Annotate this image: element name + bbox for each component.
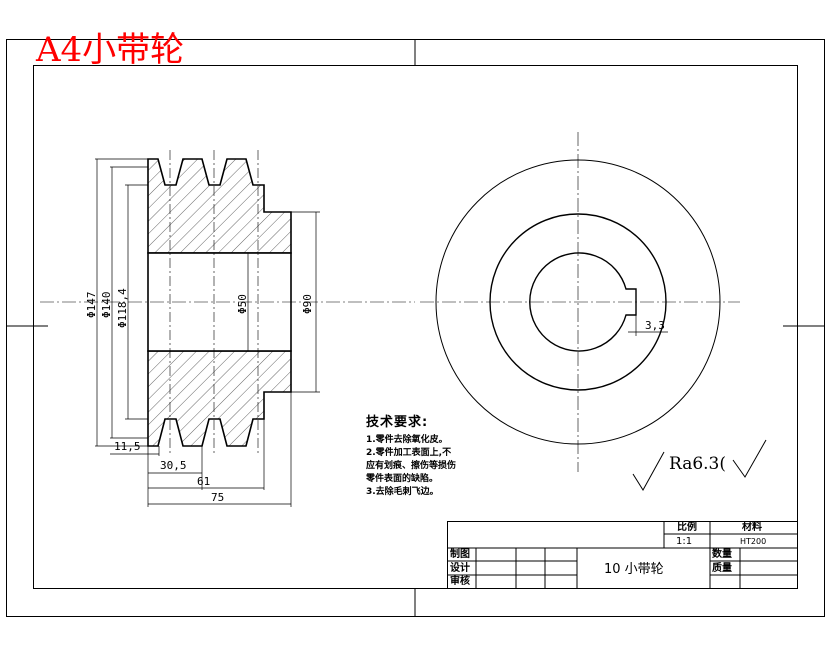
- dim-w75: 75: [211, 491, 225, 504]
- tech-requirement-line: 应有划痕、擦伤等损伤: [366, 461, 457, 471]
- part-name: 10 小带轮: [604, 562, 664, 577]
- sheet-title: A4小带轮: [36, 30, 185, 70]
- tech-requirement-line: 零件表面的缺陷。: [366, 474, 439, 484]
- dim-d50: Φ50: [236, 294, 249, 314]
- drawn-label: 制图: [450, 549, 470, 560]
- quantity-label: 数量: [712, 549, 732, 560]
- keyed-bore: [529, 252, 637, 352]
- outer-frame: [6, 39, 825, 617]
- upper-section: [147, 158, 292, 254]
- checked-label: 审核: [450, 576, 470, 587]
- tech-requirement-line: 1.零件去除氧化皮。: [366, 435, 448, 445]
- roughness-label: Ra6.3(: [669, 454, 726, 474]
- dim-d118: Φ118,4: [116, 288, 129, 328]
- tech-requirements: 技术要求: 1.零件去除氧化皮。 2.零件加工表面上,不 应有划痕、擦伤等损伤 …: [366, 411, 496, 499]
- scale-label: 比例: [677, 522, 697, 533]
- dim-key: 3,3: [645, 319, 665, 332]
- dim-d140: Φ140: [100, 291, 113, 319]
- tech-requirements-title: 技术要求:: [366, 415, 429, 430]
- material-label: 材料: [742, 522, 762, 533]
- title-block: [447, 521, 798, 589]
- roughness-symbol: [632, 439, 767, 491]
- designed-label: 设计: [450, 563, 470, 574]
- dim-d147: Φ147: [85, 291, 98, 319]
- end-view: [420, 132, 740, 472]
- material-value: HT200: [740, 537, 767, 546]
- dim-w61: 61: [197, 475, 211, 488]
- scale-value: 1:1: [676, 536, 693, 547]
- section-view: [40, 150, 415, 507]
- dim-d90: Φ90: [301, 294, 314, 314]
- dim-w30: 30,5: [160, 459, 187, 472]
- tech-requirement-line: 3.去除毛刺飞边。: [366, 487, 439, 497]
- centering-marks: [6, 39, 824, 616]
- inner-frame: [33, 65, 798, 589]
- tech-requirement-line: 2.零件加工表面上,不: [366, 448, 452, 458]
- weight-label: 质量: [712, 563, 732, 574]
- lower-section: [147, 350, 292, 447]
- dim-w11: 11,5: [114, 440, 141, 453]
